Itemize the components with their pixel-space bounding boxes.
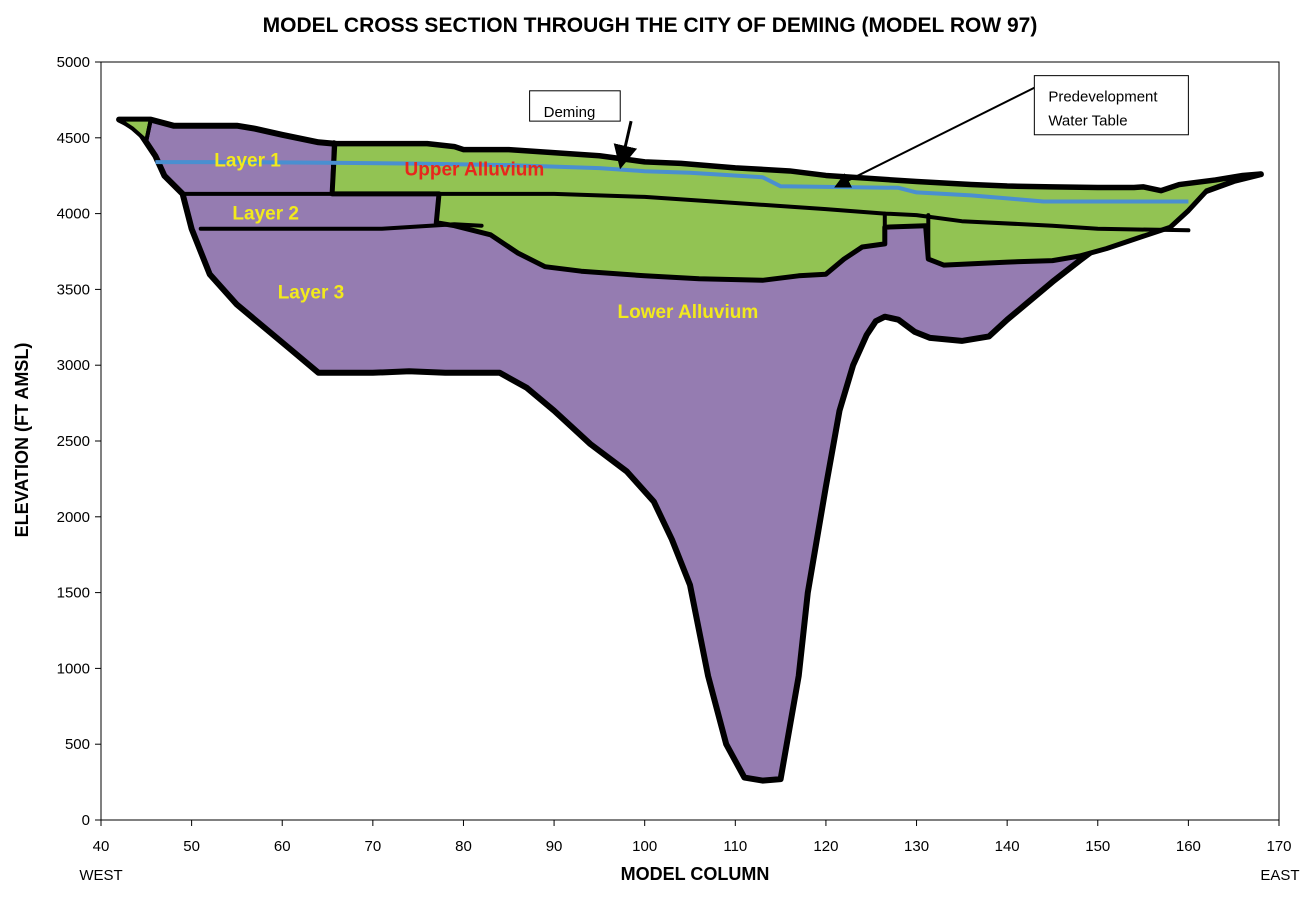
x-tick-label: 80 [455, 838, 472, 855]
y-axis-title: ELEVATION (FT AMSL) [12, 343, 32, 538]
label-layer-2: Layer 2 [232, 204, 299, 225]
x-tick-label: 40 [93, 838, 110, 855]
callout-arrow [834, 86, 1035, 188]
y-tick-label: 4000 [57, 206, 90, 223]
label-upper-alluvium: Upper Alluvium [405, 160, 545, 181]
unit-divider-1 [144, 117, 153, 143]
callout-arrow [613, 120, 638, 170]
label-layer-1: Layer 1 [214, 151, 281, 172]
west-label: WEST [79, 867, 122, 884]
y-tick-label: 1500 [57, 585, 90, 602]
x-axis-ticks: 40 50 60 70 80 90 100 110 120 130 140 150 160 170 [93, 820, 1292, 855]
x-tick-label: 100 [632, 838, 657, 855]
y-tick-label: 3000 [57, 357, 90, 374]
callout-box [529, 90, 621, 122]
x-tick-label: 60 [274, 838, 291, 855]
callout-text: Deming [544, 104, 596, 121]
callout-text: Water Table [1048, 113, 1127, 130]
label-layer-3: Layer 3 [278, 282, 345, 303]
layer-2-base-line [198, 222, 484, 231]
label-lower-alluvium: Lower Alluvium [618, 302, 759, 323]
x-tick-label: 50 [183, 838, 200, 855]
callout-deming: Deming [529, 90, 638, 170]
x-tick-label: 150 [1085, 838, 1110, 855]
y-tick-label: 4500 [57, 130, 90, 147]
chart-title: MODEL CROSS SECTION THROUGH THE CITY OF … [263, 14, 1038, 37]
y-tick-label: 500 [65, 736, 90, 753]
x-tick-label: 110 [723, 838, 747, 855]
upper-alluvium-region [329, 141, 1264, 283]
plot-area: Layer 1 Layer 2 Layer 3 Upper AlluviumLower… [116, 75, 1264, 784]
y-tick-label: 0 [82, 812, 90, 829]
y-tick-label: 5000 [57, 54, 90, 71]
y-tick-label: 2000 [57, 509, 90, 526]
x-tick-label: 90 [546, 838, 563, 855]
east-label: EAST [1260, 867, 1299, 884]
y-axis-ticks: 0 500 1000 1500 2000 2500 3000 3500 4000 4500 5000 [57, 54, 101, 829]
x-tick-label: 70 [365, 838, 382, 855]
x-tick-label: 120 [813, 838, 838, 855]
y-tick-label: 1000 [57, 660, 90, 677]
x-tick-label: 160 [1176, 838, 1201, 855]
x-tick-label: 140 [995, 838, 1020, 855]
callout-box [1033, 75, 1189, 136]
x-tick-label: 170 [1266, 838, 1291, 855]
callout-text: Predevelopment [1048, 89, 1158, 106]
y-tick-label: 2500 [57, 433, 90, 450]
x-axis-title: MODEL COLUMN [621, 864, 770, 884]
x-tick-label: 130 [904, 838, 929, 855]
unit-divider-2 [330, 140, 336, 196]
y-tick-label: 3500 [57, 281, 90, 298]
unit-divider-3 [434, 191, 441, 225]
water-table-line [155, 160, 1189, 204]
